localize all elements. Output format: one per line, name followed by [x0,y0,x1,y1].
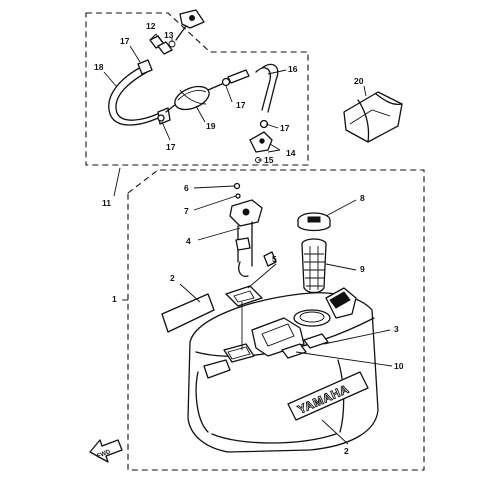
callout-18: 18 [94,62,104,72]
forward-direction-arrow: FWD [89,439,123,463]
callout-5: 5 [272,254,277,264]
callout-11: 11 [102,198,111,208]
callout-19: 19 [206,121,216,131]
leader-lines [103,33,393,445]
callout-numbers: 12 13 17 18 16 17 19 17 17 14 15 20 11 6… [94,21,404,456]
hose-connector-part-14 [249,119,273,163]
callout-16: 16 [288,64,298,74]
callout-2-tank: 2 [344,446,349,456]
callout-17-right: 17 [280,123,290,133]
strainer-part-9 [301,238,327,294]
callout-17-top: 17 [120,36,130,46]
label-plate-part-2 [161,293,215,333]
callout-15: 15 [264,155,274,165]
fuel-tank-body-part-1 [187,287,379,453]
callout-12: 12 [146,21,156,31]
primer-bulb-part-19 [165,77,231,113]
connector-part-13 [168,9,205,48]
callout-10: 10 [394,361,404,371]
hose-assembly-boundary [85,12,309,166]
callout-14: 14 [286,148,296,158]
callout-13: 13 [164,30,174,40]
washer-part-17 [157,114,165,122]
callout-1: 1 [112,294,117,304]
callout-3: 3 [394,324,399,334]
gasket-part-5 [225,285,263,307]
tank-assembly-boundary [127,169,425,471]
clamp-part-12 [149,35,173,55]
callout-7: 7 [184,206,189,216]
callout-4: 4 [186,236,191,246]
callout-20: 20 [354,76,364,86]
callout-17-bottom: 17 [166,142,176,152]
callout-17-mid: 17 [236,100,246,110]
tank-cap-part-8 [297,212,331,232]
callout-9: 9 [360,264,365,274]
fwd-label: FWD [97,449,113,460]
filter-sleeve-part-20 [343,91,403,143]
fuel-hose-part-18 [108,59,171,126]
fuel-gauge-part-4 [229,182,277,278]
callout-8: 8 [360,193,365,203]
fuel-hose-part-16 [227,63,279,113]
callout-6: 6 [184,183,189,193]
callout-2-label: 2 [170,273,175,283]
